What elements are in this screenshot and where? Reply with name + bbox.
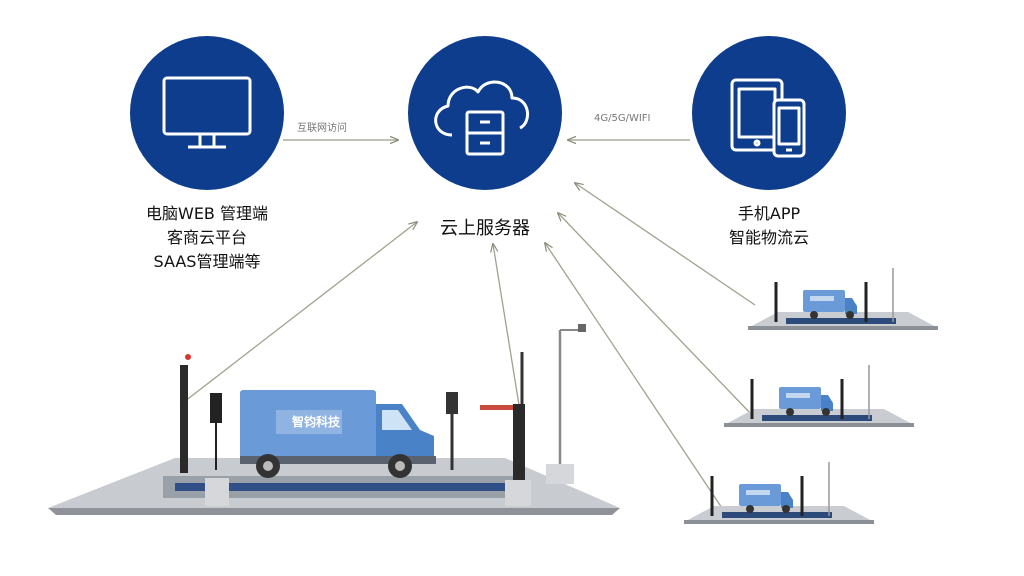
mobile-label-line-2: 智能物流云 <box>728 228 809 247</box>
tablet-phone-icon <box>730 78 806 158</box>
pc-label-line-1: 电脑WEB 管理端 <box>146 204 268 223</box>
monitor-icon <box>162 76 252 149</box>
pc-to-cloud-label: 互联网访问 <box>297 123 347 134</box>
truck <box>240 390 436 478</box>
cloud-server-icon <box>434 80 529 156</box>
weighbridge-scene-small-2 <box>722 363 916 429</box>
cloud-node-label: 云上服务器 <box>440 218 530 239</box>
weighbridge-scene-main <box>48 324 620 515</box>
mobile-to-cloud-label: 4G/5G/WIFI <box>594 113 651 124</box>
mobile-label-line-1: 手机APP <box>737 204 801 223</box>
weighbridge-scene-small-1 <box>746 266 940 332</box>
truck-brand-label: 智钧科技 <box>291 415 340 429</box>
pc-node-label: 电脑WEB 管理端 客商云平台 SAAS管理端等 <box>117 202 297 274</box>
mobile-node-label: 手机APP 智能物流云 <box>689 202 849 250</box>
mobile-node-circle <box>692 36 846 190</box>
pc-node-circle <box>130 36 284 190</box>
weighbridge-scene-small-3 <box>682 460 876 526</box>
pc-label-line-2: 客商云平台 <box>166 228 247 247</box>
pc-label-line-3: SAAS管理端等 <box>153 252 261 271</box>
